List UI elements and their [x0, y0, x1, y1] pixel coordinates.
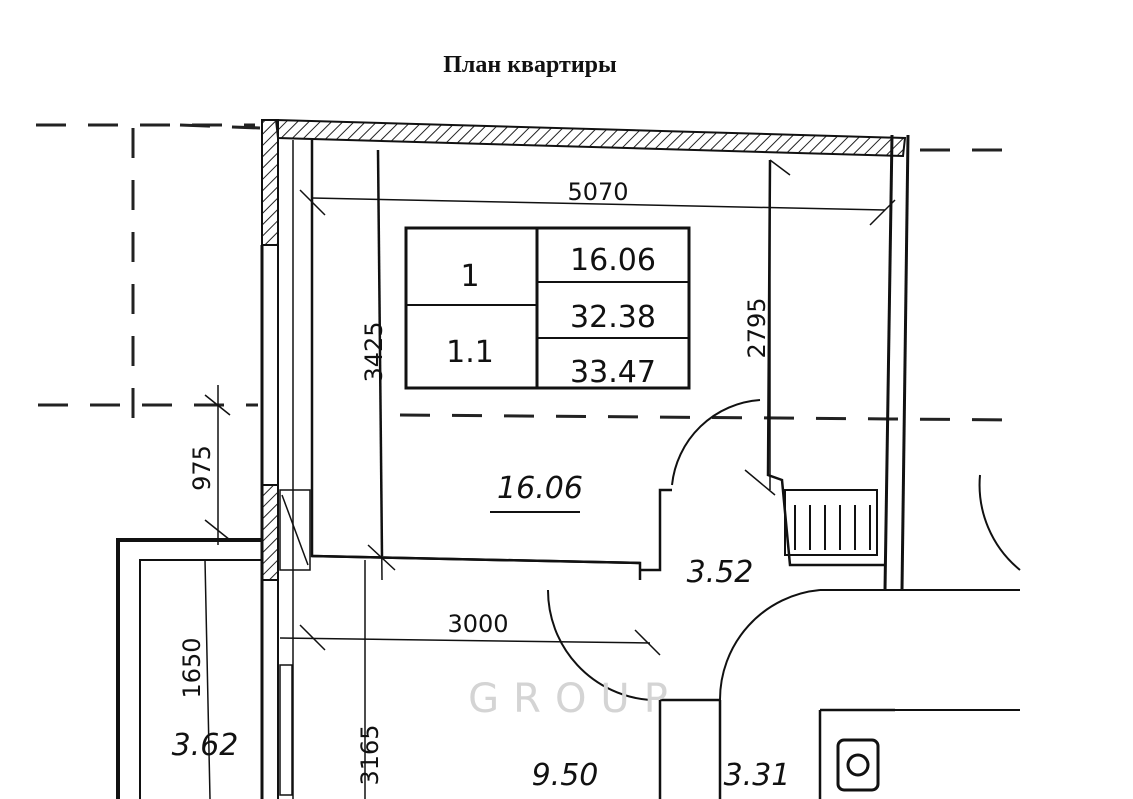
dim-kitchen-width: 3000	[447, 610, 508, 638]
dim-living-width: 5070	[567, 178, 628, 206]
dim-kitchen-depth: 3165	[356, 724, 384, 785]
exterior-wall-right	[883, 134, 1020, 711]
living-room-area: 16.06	[497, 471, 583, 506]
bathroom-area: 3.31	[724, 758, 791, 793]
balcony-outline	[116, 538, 262, 799]
balcony-area: 3.62	[172, 728, 239, 763]
window-frame	[279, 489, 311, 796]
plan-title: План квартиры	[443, 52, 617, 78]
hallway-area: 3.52	[687, 555, 754, 590]
living-area-value: 16.06	[570, 243, 656, 278]
apartment-type: 1.1	[446, 335, 494, 370]
watermark-text: GROUP	[468, 676, 682, 722]
axis-lines	[36, 123, 1021, 422]
total-area-value: 32.38	[570, 300, 656, 335]
toilet-fixture	[836, 738, 880, 792]
dim-balcony-width: 1650	[178, 637, 206, 698]
area-with-balcony-value: 33.47	[570, 355, 656, 390]
exterior-wall-top	[274, 118, 907, 158]
radiator	[784, 489, 878, 556]
exterior-wall-left	[260, 119, 294, 799]
apartment-number: 1	[460, 259, 479, 294]
door-swings	[546, 399, 1021, 701]
area-info-table: 1 1.1 16.06 32.38 33.47	[404, 226, 691, 390]
dim-wall-offset: 975	[188, 445, 216, 491]
dimension-lines	[204, 149, 896, 799]
kitchen-area: 9.50	[532, 758, 599, 793]
dim-closet-depth: 2795	[743, 297, 771, 358]
dim-living-depth: 3425	[360, 321, 388, 382]
